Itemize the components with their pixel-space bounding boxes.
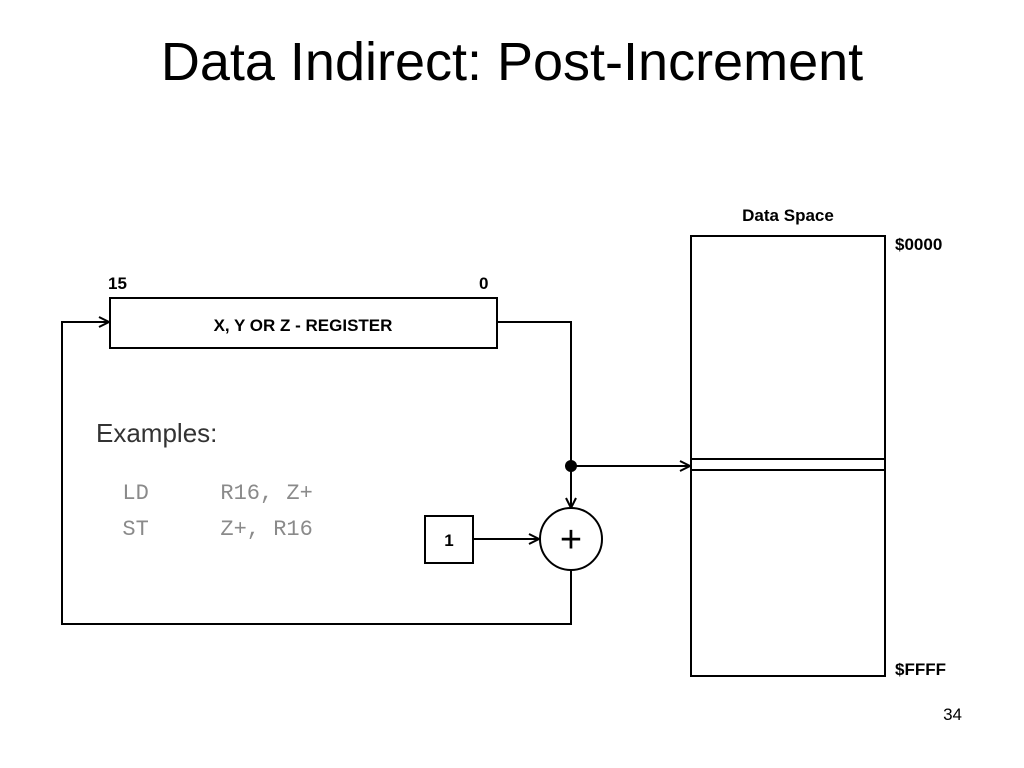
example-args: R16, Z+ (220, 481, 313, 506)
page-number: 34 (943, 705, 962, 724)
example-op: LD (122, 481, 149, 506)
data-space-box (690, 235, 886, 677)
feedback-loop-line (61, 322, 572, 625)
register-label: X, Y OR Z - REGISTER (214, 316, 393, 335)
example-op: ST (122, 517, 149, 542)
examples-heading: Examples: (96, 418, 218, 448)
data-space-title: Data Space (742, 206, 834, 225)
register-box (109, 297, 498, 349)
register-lsb-label: 0 (479, 274, 488, 293)
constant-label: 1 (444, 531, 453, 550)
data-space-end-address: $FFFF (895, 660, 946, 679)
register-output-line (497, 321, 572, 466)
register-msb-label: 15 (108, 274, 127, 293)
example-line-st: ST Z+, R16 (96, 492, 313, 542)
slide-title: Data Indirect: Post-Increment (160, 32, 864, 92)
example-line-ld: LD R16, Z+ (96, 456, 313, 506)
example-args: Z+, R16 (220, 517, 313, 542)
data-space-start-address: $0000 (895, 235, 942, 254)
adder-plus-icon: + (560, 519, 582, 561)
